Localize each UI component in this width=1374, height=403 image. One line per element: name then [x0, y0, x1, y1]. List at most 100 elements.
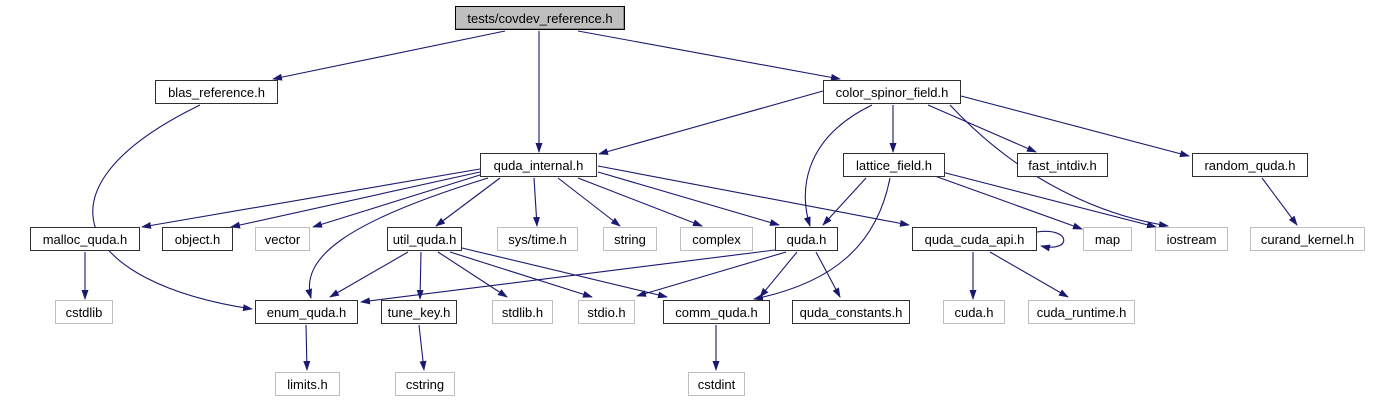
- node-label-vector: vector: [264, 231, 301, 247]
- edge-quda_internal-to-complex: [577, 177, 703, 227]
- edge-quda_internal-to-object: [230, 171, 481, 229]
- node-stdio: stdio.h: [578, 300, 635, 324]
- edge-tests_covdev_reference-to-blas_reference: [272, 30, 506, 81]
- node-fast_intdiv[interactable]: fast_intdiv.h: [1017, 153, 1108, 177]
- node-label-cstdlib: cstdlib: [65, 304, 103, 320]
- node-quda_constants[interactable]: quda_constants.h: [792, 300, 910, 324]
- node-label-tests_covdev_reference: tests/covdev_reference.h: [467, 10, 613, 26]
- node-color_spinor_field[interactable]: color_spinor_field.h: [823, 80, 961, 104]
- node-label-util_quda: util_quda.h: [392, 231, 457, 247]
- node-label-enum_quda: enum_quda.h: [266, 304, 347, 320]
- edge-color_spinor_field-to-fast_intdiv: [927, 104, 1037, 153]
- edge-quda_internal-to-util_quda: [435, 177, 501, 227]
- node-label-lattice_field: lattice_field.h: [856, 157, 932, 173]
- edge-lattice_field-to-iostream: [937, 170, 1157, 229]
- edge-group: [81, 30, 1298, 371]
- node-label-object: object.h: [174, 231, 221, 247]
- node-quda_cuda_api[interactable]: quda_cuda_api.h: [912, 227, 1037, 251]
- node-label-cstring: cstring: [405, 376, 445, 392]
- edge-quda_internal-to-quda_cuda_api: [597, 165, 910, 227]
- edge-quda-to-comm_quda: [759, 251, 798, 298]
- node-cstdint: cstdint: [688, 372, 745, 396]
- node-string: string: [603, 227, 657, 251]
- node-cuda: cuda.h: [943, 300, 1005, 324]
- node-label-cuda_runtime: cuda_runtime.h: [1036, 304, 1127, 320]
- edge-util_quda-to-stdio: [449, 251, 593, 298]
- edge-quda_cuda_api-to-quda_cuda_api: [1036, 230, 1065, 252]
- node-label-map: map: [1094, 231, 1121, 247]
- edge-quda-to-enum_quda: [360, 249, 776, 305]
- node-lattice_field[interactable]: lattice_field.h: [843, 153, 945, 177]
- edge-quda_internal-to-sys_time: [532, 177, 540, 227]
- node-complex: complex: [680, 227, 753, 251]
- node-random_quda[interactable]: random_quda.h: [1192, 153, 1308, 177]
- edge-lattice_field-to-comm_quda: [753, 177, 891, 301]
- node-iostream: iostream: [1155, 227, 1228, 251]
- edge-random_quda-to-curand_kernel: [1261, 177, 1298, 226]
- node-label-random_quda: random_quda.h: [1204, 157, 1296, 173]
- edge-quda_internal-to-quda: [597, 171, 780, 226]
- node-label-malloc_quda: malloc_quda.h: [42, 231, 128, 247]
- node-stdlib: stdlib.h: [492, 300, 553, 324]
- node-label-cstdint: cstdint: [697, 376, 736, 392]
- node-label-string: string: [614, 231, 646, 247]
- edge-lattice_field-to-quda: [822, 177, 867, 226]
- edge-tune_key-to-cstring: [418, 324, 427, 371]
- edge-color_spinor_field-to-quda: [803, 104, 873, 227]
- node-tune_key[interactable]: tune_key.h: [381, 300, 457, 324]
- node-label-color_spinor_field: color_spinor_field.h: [835, 84, 949, 100]
- node-object[interactable]: object.h: [162, 227, 233, 251]
- node-cstdlib: cstdlib: [55, 300, 113, 324]
- edge-quda_internal-to-vector: [312, 174, 481, 228]
- edge-enum_quda-to-limits: [303, 324, 311, 371]
- node-label-blas_reference: blas_reference.h: [168, 84, 265, 100]
- node-tests_covdev_reference[interactable]: tests/covdev_reference.h: [455, 6, 625, 30]
- edge-quda-to-stdio: [636, 251, 787, 297]
- edge-color_spinor_field-to-quda_internal: [598, 90, 824, 155]
- node-cstring: cstring: [395, 372, 455, 396]
- node-blas_reference[interactable]: blas_reference.h: [155, 80, 278, 104]
- edge-lattice_field-to-map: [931, 174, 1083, 230]
- edge-util_quda-to-enum_quda: [329, 251, 409, 298]
- node-malloc_quda[interactable]: malloc_quda.h: [30, 227, 140, 251]
- edge-quda_internal-to-enum_quda: [305, 177, 489, 299]
- node-label-complex: complex: [692, 231, 741, 247]
- edge-util_quda-to-stdlib: [437, 251, 508, 298]
- edge-quda_internal-to-string: [557, 177, 621, 227]
- node-label-fast_intdiv: fast_intdiv.h: [1028, 157, 1097, 173]
- edge-util_quda-to-tune_key: [416, 251, 424, 300]
- node-quda_internal[interactable]: quda_internal.h: [480, 153, 597, 177]
- node-vector: vector: [255, 227, 310, 251]
- node-label-quda_cuda_api: quda_cuda_api.h: [924, 231, 1025, 247]
- node-map: map: [1083, 227, 1132, 251]
- node-label-iostream: iostream: [1166, 231, 1217, 247]
- node-label-curand_kernel: curand_kernel.h: [1260, 231, 1355, 247]
- edge-blas_reference-to-enum_quda: [92, 104, 253, 312]
- edge-util_quda-to-comm_quda: [461, 247, 668, 299]
- node-label-stdlib: stdlib.h: [501, 304, 544, 320]
- node-comm_quda[interactable]: comm_quda.h: [663, 300, 770, 324]
- node-label-tune_key: tune_key.h: [387, 304, 451, 320]
- node-label-limits: limits.h: [287, 376, 328, 392]
- edge-tests_covdev_reference-to-color_spinor_field: [577, 30, 841, 81]
- node-label-sys_time: sys/time.h: [508, 231, 567, 247]
- node-label-quda: quda.h: [786, 231, 827, 247]
- node-curand_kernel: curand_kernel.h: [1250, 227, 1365, 251]
- edge-color_spinor_field-to-random_quda: [960, 95, 1190, 158]
- edge-quda_cuda_api-to-cuda_runtime: [989, 251, 1069, 298]
- node-label-quda_internal: quda_internal.h: [493, 157, 584, 173]
- edge-color_spinor_field-to-iostream: [949, 104, 1169, 229]
- node-quda[interactable]: quda.h: [775, 227, 838, 251]
- edge-quda_internal-to-malloc_quda: [141, 168, 481, 229]
- node-limits: limits.h: [275, 372, 340, 396]
- node-util_quda[interactable]: util_quda.h: [387, 227, 462, 251]
- node-enum_quda[interactable]: enum_quda.h: [255, 300, 358, 324]
- node-label-stdio: stdio.h: [587, 304, 626, 320]
- edge-quda-to-quda_constants: [815, 251, 841, 298]
- node-label-quda_constants: quda_constants.h: [799, 304, 903, 320]
- node-label-cuda: cuda.h: [954, 304, 994, 320]
- node-label-comm_quda: comm_quda.h: [675, 304, 758, 320]
- node-cuda_runtime: cuda_runtime.h: [1028, 300, 1135, 324]
